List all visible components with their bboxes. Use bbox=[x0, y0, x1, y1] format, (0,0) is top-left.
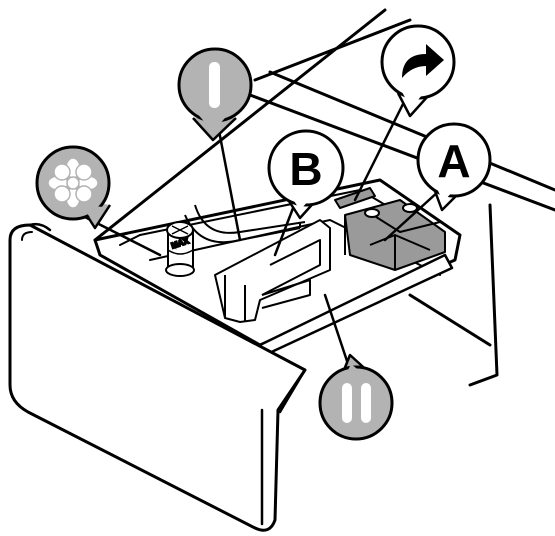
drawer-front-panel bbox=[8, 222, 307, 532]
roman-numeral-one-icon bbox=[209, 62, 220, 108]
callout-softener bbox=[35, 145, 112, 230]
callout-b-label: B bbox=[289, 143, 322, 195]
callout-direction bbox=[380, 24, 456, 118]
roman-numeral-two-icon bbox=[342, 383, 371, 423]
callout-a-label: A bbox=[437, 135, 470, 187]
siphon-cap: MAX bbox=[165, 221, 195, 277]
compartment-b-insert bbox=[214, 219, 331, 323]
leader-compartment-a bbox=[383, 188, 442, 242]
callout-compartment-a: A bbox=[416, 122, 492, 212]
leader-arrow bbox=[353, 98, 407, 202]
machine-body bbox=[93, 8, 555, 387]
flower-icon bbox=[47, 157, 99, 209]
curved-arrow-icon bbox=[402, 44, 444, 78]
compartment-a-insert bbox=[344, 199, 446, 271]
callout-compartment-two bbox=[318, 353, 394, 441]
callout-compartment-b: B bbox=[267, 129, 345, 220]
callout-compartment-one bbox=[177, 47, 253, 142]
